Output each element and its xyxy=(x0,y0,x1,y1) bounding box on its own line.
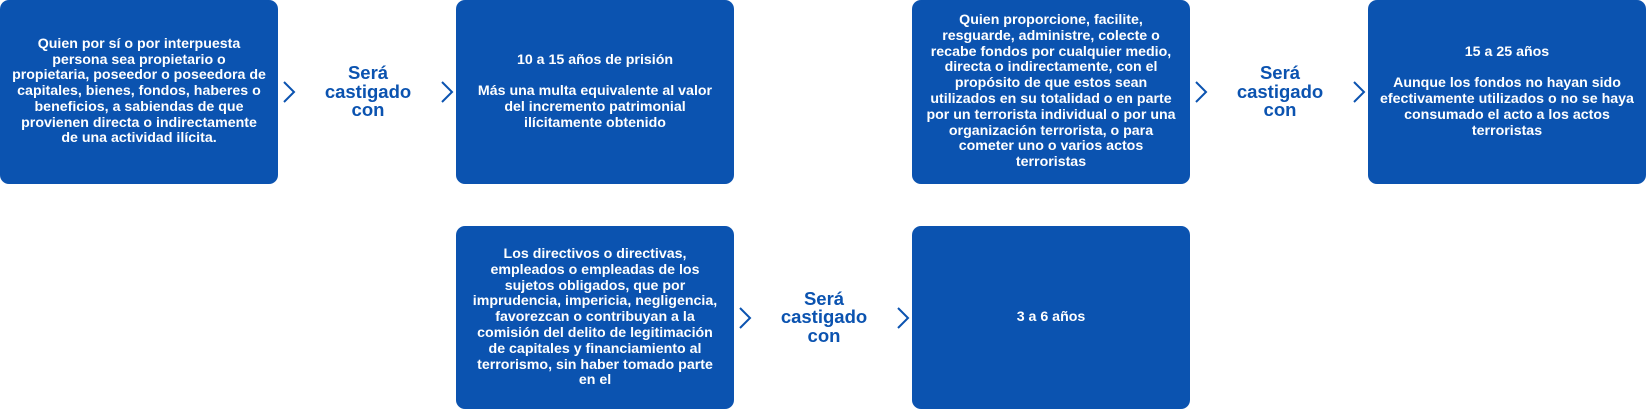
chevron-right-icon xyxy=(1348,79,1370,105)
offense-box-property: Quien por sí o por interpuesta persona s… xyxy=(0,0,278,184)
connector-2: Será castigado con xyxy=(1190,0,1370,184)
chevron-right-icon xyxy=(436,79,458,105)
chevron-right-icon xyxy=(892,305,914,331)
chevron-right-icon xyxy=(278,79,300,105)
penalty-box-property: 10 a 15 años de prisión Más una multa eq… xyxy=(456,0,734,184)
connector-label: Será castigado con xyxy=(1236,62,1324,121)
offense-text-negligence: Los directivos o directivas, empleados o… xyxy=(472,246,718,389)
chevron-right-icon xyxy=(734,305,756,331)
connector-3: Será castigado con xyxy=(734,226,914,409)
penalty-text-terrorism-financing: 15 a 25 años Aunque los fondos no hayan … xyxy=(1380,43,1634,139)
penalty-box-terrorism-financing: 15 a 25 años Aunque los fondos no hayan … xyxy=(1368,0,1646,184)
penalty-text-negligence: 3 a 6 años xyxy=(1016,308,1086,325)
penalty-box-negligence: 3 a 6 años xyxy=(912,226,1190,409)
chevron-right-icon xyxy=(1190,79,1212,105)
connector-label: Será castigado con xyxy=(324,62,412,121)
offense-box-negligence: Los directivos o directivas, empleados o… xyxy=(456,226,734,409)
connector-label: Será castigado con xyxy=(780,287,868,346)
connector-1: Será castigado con xyxy=(278,0,458,184)
offense-text-property: Quien por sí o por interpuesta persona s… xyxy=(12,35,266,147)
offense-text-terrorism-financing: Quien proporcione, facilite, resguarde, … xyxy=(926,12,1176,171)
penalty-text-property: 10 a 15 años de prisión Más una multa eq… xyxy=(477,51,713,131)
offense-box-terrorism-financing: Quien proporcione, facilite, resguarde, … xyxy=(912,0,1190,184)
